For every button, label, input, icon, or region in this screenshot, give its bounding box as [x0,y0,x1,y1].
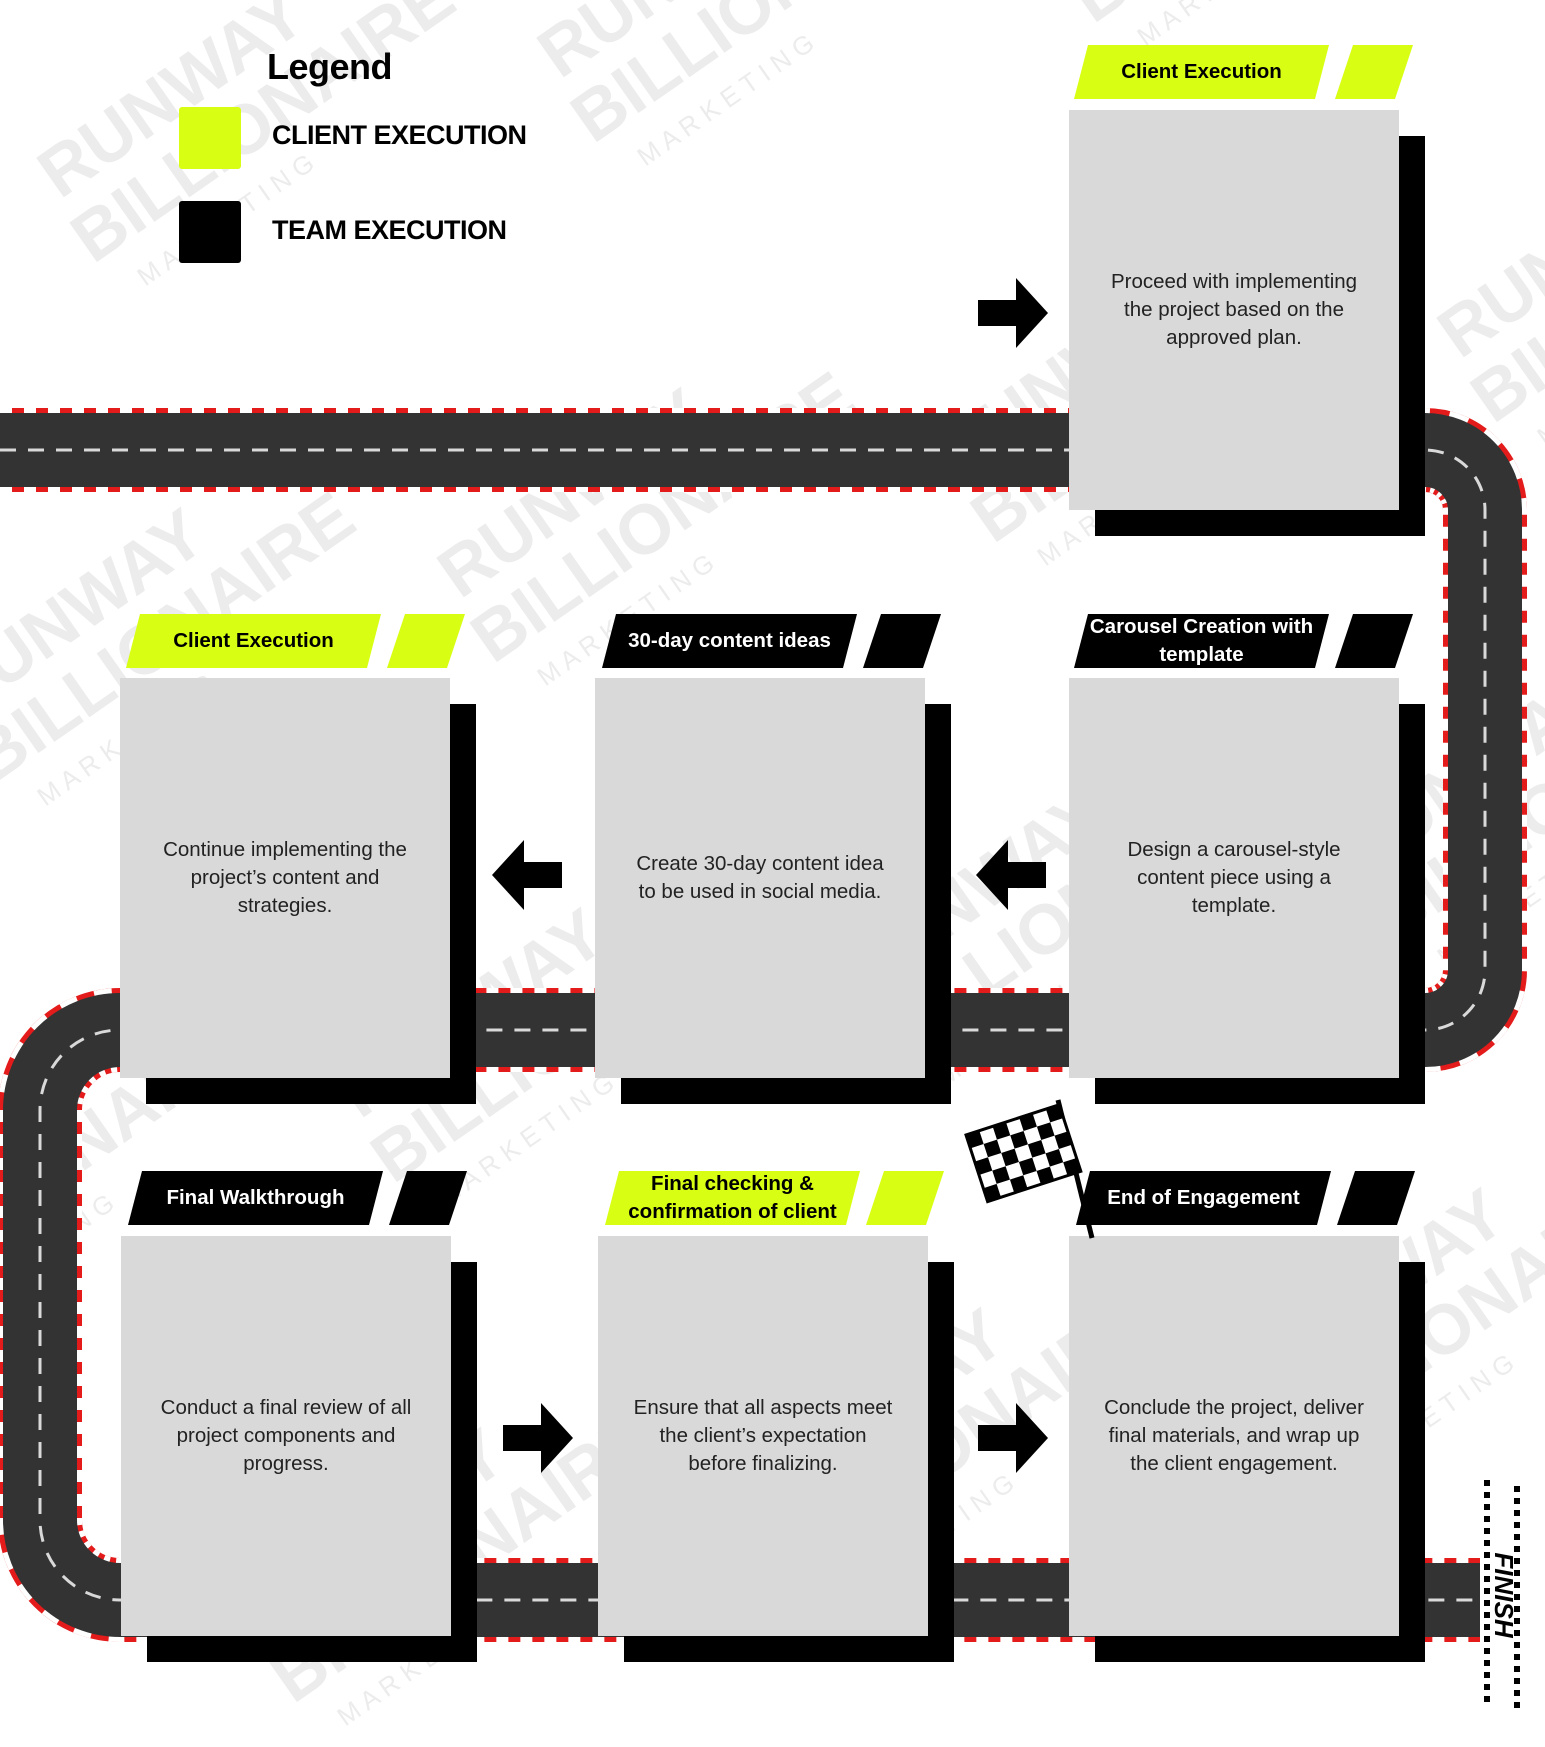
step-card-1: Proceed with implementing the project ba… [1069,110,1425,536]
step-description: Create 30-day content idea to be used in… [636,852,884,903]
step-card-4: Continue implementing the project’s cont… [120,678,476,1104]
legend-swatch-client [179,107,241,169]
card-body: Design a carousel-style content piece us… [1069,678,1399,1078]
legend-label-team: TEAM EXECUTION [272,215,507,245]
tag-tail [1335,45,1413,99]
card-body: Proceed with implementing the project ba… [1069,110,1399,510]
tag-tail [863,614,941,668]
tag-tail [389,1171,467,1225]
step-card-6: Ensure that all aspects meet the client’… [598,1236,954,1662]
finish-banner: FINISH [1484,1480,1520,1708]
step-tag-label: Carousel Creation with template [1074,614,1329,668]
legend-title: Legend [267,46,393,87]
step-description: Conclude the project, deliver final mate… [1104,1396,1364,1475]
card-body: Conduct a final review of all project co… [121,1236,451,1636]
tag-tail [387,614,465,668]
card-body: Conclude the project, deliver final mate… [1069,1236,1399,1636]
step-description: Ensure that all aspects meet the client’… [633,1396,893,1475]
step-tag-5: Final Walkthrough [128,1171,468,1225]
arrow-right-icon [978,278,1048,348]
arrow-left-icon [976,840,1046,910]
step-tag-1: Client Execution [1074,45,1414,99]
legend-swatch-team [179,201,241,263]
step-card-2: Design a carousel-style content piece us… [1069,678,1425,1104]
step-tag-label: Client Execution [126,614,381,668]
step-description: Conduct a final review of all project co… [160,1396,412,1475]
card-body: Ensure that all aspects meet the client’… [598,1236,928,1636]
step-tag-label: End of Engagement [1076,1171,1331,1225]
step-card-5: Conduct a final review of all project co… [121,1236,477,1662]
step-tag-2: Carousel Creation with template [1074,614,1414,668]
step-description: Continue implementing the project’s cont… [163,838,407,917]
arrow-left-icon [492,840,562,910]
checkered-flag-icon [964,1099,1095,1239]
step-card-7: Conclude the project, deliver final mate… [1069,1236,1425,1662]
step-tag-7: End of Engagement [1076,1171,1416,1225]
step-tag-label: 30-day content ideas [602,614,857,668]
step-tag-label: Final Walkthrough [128,1171,383,1225]
tag-tail [866,1171,944,1225]
card-body: Continue implementing the project’s cont… [120,678,450,1078]
arrow-right-icon [978,1403,1048,1473]
step-tag-6: Final checking & confirmation of client [605,1171,945,1225]
step-tag-4: Client Execution [126,614,466,668]
step-tag-label: Client Execution [1074,45,1329,99]
legend-label-client: CLIENT EXECUTION [272,120,527,150]
card-body: Create 30-day content idea to be used in… [595,678,925,1078]
step-card-3: Create 30-day content idea to be used in… [595,678,951,1104]
tag-tail [1335,614,1413,668]
arrow-right-icon [503,1403,573,1473]
step-description: Proceed with implementing the project ba… [1110,270,1358,349]
tag-tail [1337,1171,1415,1225]
step-description: Design a carousel-style content piece us… [1127,838,1341,917]
finish-label: FINISH [1489,1552,1519,1638]
step-tag-label: Final checking & confirmation of client [605,1171,860,1225]
step-tag-3: 30-day content ideas [602,614,942,668]
